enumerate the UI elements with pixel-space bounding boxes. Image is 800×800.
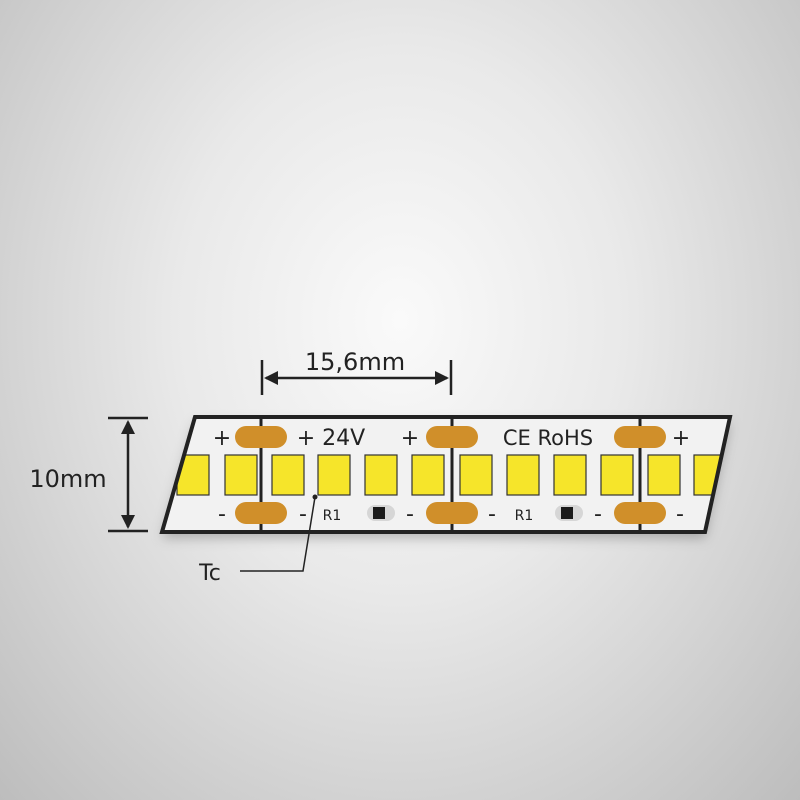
led-chip: [317, 454, 351, 496]
solder-pad: [235, 502, 287, 524]
minus-sign: -: [488, 502, 496, 527]
solder-pad: [426, 502, 478, 524]
led-chip: [506, 454, 540, 496]
tc-label: Tc: [198, 561, 221, 586]
led-chip: [271, 454, 305, 496]
led-chip: [600, 454, 634, 496]
width-label: 10mm: [29, 465, 106, 493]
voltage-label: + 24V: [297, 426, 365, 451]
solder-pad: [426, 426, 478, 448]
led-chip: [647, 454, 681, 496]
pitch-dimension: 15,6mm: [260, 348, 453, 395]
led-chips: [176, 454, 727, 496]
led-chip: [224, 454, 258, 496]
resistor-chip: [561, 507, 573, 519]
plus-sign: +: [672, 426, 690, 451]
solder-pads: [235, 426, 666, 524]
solder-pad: [235, 426, 287, 448]
minus-sign: -: [406, 502, 414, 527]
led-chip: [411, 454, 445, 496]
led-chip: [364, 454, 398, 496]
plus-sign: +: [401, 426, 419, 451]
resistor-label: R1: [323, 508, 342, 524]
resistor-label: R1: [515, 508, 534, 524]
certification-label: CE RoHS: [503, 426, 593, 450]
solder-pad: [614, 426, 666, 448]
minus-sign: -: [299, 502, 307, 527]
solder-pad: [614, 502, 666, 524]
minus-sign: -: [594, 502, 602, 527]
tc-callout: Tc: [198, 494, 318, 586]
led-chip: [459, 454, 493, 496]
minus-sign: -: [218, 502, 226, 527]
plus-sign: +: [213, 426, 231, 451]
led-strip: + + 24V + CE RoHS + - - R1 - - R1 - -: [159, 415, 733, 534]
resistor-chip: [373, 507, 385, 519]
pitch-label: 15,6mm: [305, 348, 405, 376]
minus-sign: -: [676, 502, 684, 527]
led-chip: [553, 454, 587, 496]
width-dimension: 10mm: [29, 416, 148, 533]
